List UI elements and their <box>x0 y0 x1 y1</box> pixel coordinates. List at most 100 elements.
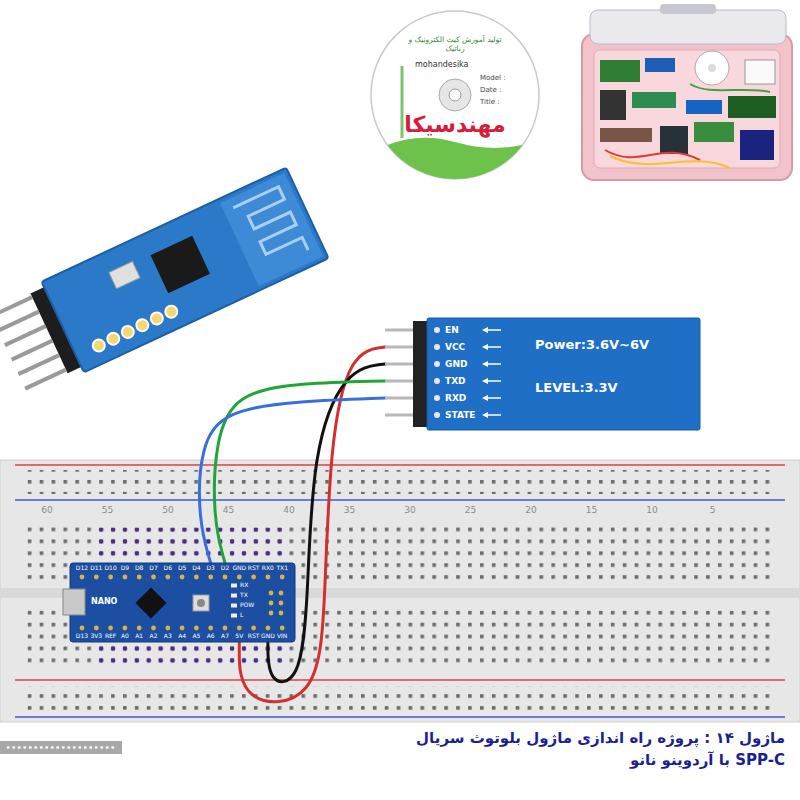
header-hole <box>94 575 99 580</box>
header-hole <box>151 575 156 580</box>
pin-label: D9 <box>121 565 129 572</box>
column-number: 40 <box>281 506 296 516</box>
kit-part <box>600 90 626 120</box>
cd-disc: تولید آموزش کیت الکترونیک و رباتیکmohand… <box>370 10 540 180</box>
rail-holes <box>25 686 775 712</box>
header-hole <box>194 575 199 580</box>
cd-disc-outline <box>370 10 540 180</box>
header-pin <box>385 380 421 383</box>
pin-label: RST <box>248 565 260 572</box>
header-hole <box>108 575 113 580</box>
header-hole <box>180 626 185 631</box>
header-hole <box>266 626 271 631</box>
pin-label: D7 <box>149 565 157 572</box>
board-name: NANO <box>91 597 117 606</box>
pcb-board <box>42 168 329 373</box>
disc-field: Model : <box>480 74 506 82</box>
kit-part <box>660 126 688 154</box>
icsp-hole <box>269 591 274 596</box>
solder-pad <box>134 317 150 333</box>
pin-label: D10 <box>104 565 116 572</box>
pin-label: D5 <box>178 565 186 572</box>
pin-label: RST <box>248 633 260 640</box>
icsp-hole <box>269 601 274 606</box>
solder-pad <box>434 395 440 401</box>
pin-label: A6 <box>207 633 215 640</box>
header-pin <box>0 297 32 316</box>
solder-pad <box>163 304 179 320</box>
pin-arrow-head <box>482 327 488 333</box>
disc-field: Title : <box>480 98 500 106</box>
jumper-wire <box>200 398 385 563</box>
flash-chip <box>109 261 140 288</box>
disc-face <box>371 11 539 179</box>
ground-rail-line <box>15 716 785 718</box>
case-tray <box>594 50 780 168</box>
pin-label: D13 <box>76 633 88 640</box>
arduino-nano-outline <box>63 563 295 642</box>
header-hole <box>151 626 156 631</box>
kit-disc <box>695 51 729 85</box>
pin-arrow-head <box>482 412 488 418</box>
pin-arrow <box>486 397 501 399</box>
header-hole <box>266 575 271 580</box>
kit-wire <box>690 84 770 92</box>
kit-part <box>745 60 775 84</box>
header-hole <box>237 575 242 580</box>
column-number: 35 <box>342 506 357 516</box>
header-hole <box>108 626 113 631</box>
brand-name: mohandesika <box>415 60 469 69</box>
terminal-holes <box>25 520 775 580</box>
disc-hub <box>439 79 471 111</box>
highlighted-holes <box>94 528 286 558</box>
power-rail-line <box>15 679 785 681</box>
antenna-trace <box>233 187 308 272</box>
pcb-board <box>70 563 295 642</box>
grass-band <box>388 138 523 179</box>
pin-label: VIN <box>277 633 287 640</box>
column-number: 25 <box>463 506 478 516</box>
solder-pad <box>434 412 440 418</box>
spec-text: LEVEL:3.3V <box>535 381 618 396</box>
pin-label: VCC <box>445 342 465 352</box>
kit-part <box>632 92 676 108</box>
reset-button <box>193 595 209 611</box>
pin-label: A2 <box>150 633 158 640</box>
kit-case <box>582 4 792 180</box>
column-number: 15 <box>584 506 599 516</box>
header-hole <box>223 626 228 631</box>
spec-text: Power:3.6V~6V <box>535 338 649 353</box>
status-led <box>231 614 237 618</box>
pin-label: RX0 <box>262 565 274 572</box>
kit-part <box>645 58 675 72</box>
jumper-wire <box>268 364 385 682</box>
header-pin <box>385 346 421 349</box>
kit-part <box>600 60 640 82</box>
column-number: 20 <box>523 506 538 516</box>
status-led <box>231 594 237 598</box>
pin-arrow <box>486 414 501 416</box>
pin-label: D3 <box>206 565 214 572</box>
led-label: RX <box>240 582 248 589</box>
pin-label: 5V <box>235 633 243 640</box>
led-label: TX <box>240 592 248 599</box>
header-hole <box>137 575 142 580</box>
pin-label: D6 <box>164 565 172 572</box>
column-number: 55 <box>100 506 115 516</box>
divider-dots <box>8 746 114 749</box>
pin-label: EN <box>445 325 459 335</box>
breadboard <box>0 460 800 722</box>
header-hole <box>123 575 128 580</box>
pin-label: 3V3 <box>90 633 102 640</box>
header-hole <box>165 575 170 580</box>
terminal-holes <box>25 604 775 664</box>
decor-stripe <box>401 66 404 138</box>
header-hole <box>80 626 85 631</box>
power-rail-line <box>15 464 785 466</box>
header-pin <box>385 363 421 366</box>
pin-header <box>413 321 427 427</box>
pin-label: D8 <box>135 565 143 572</box>
column-number: 45 <box>221 506 236 516</box>
icsp-hole <box>279 591 284 596</box>
